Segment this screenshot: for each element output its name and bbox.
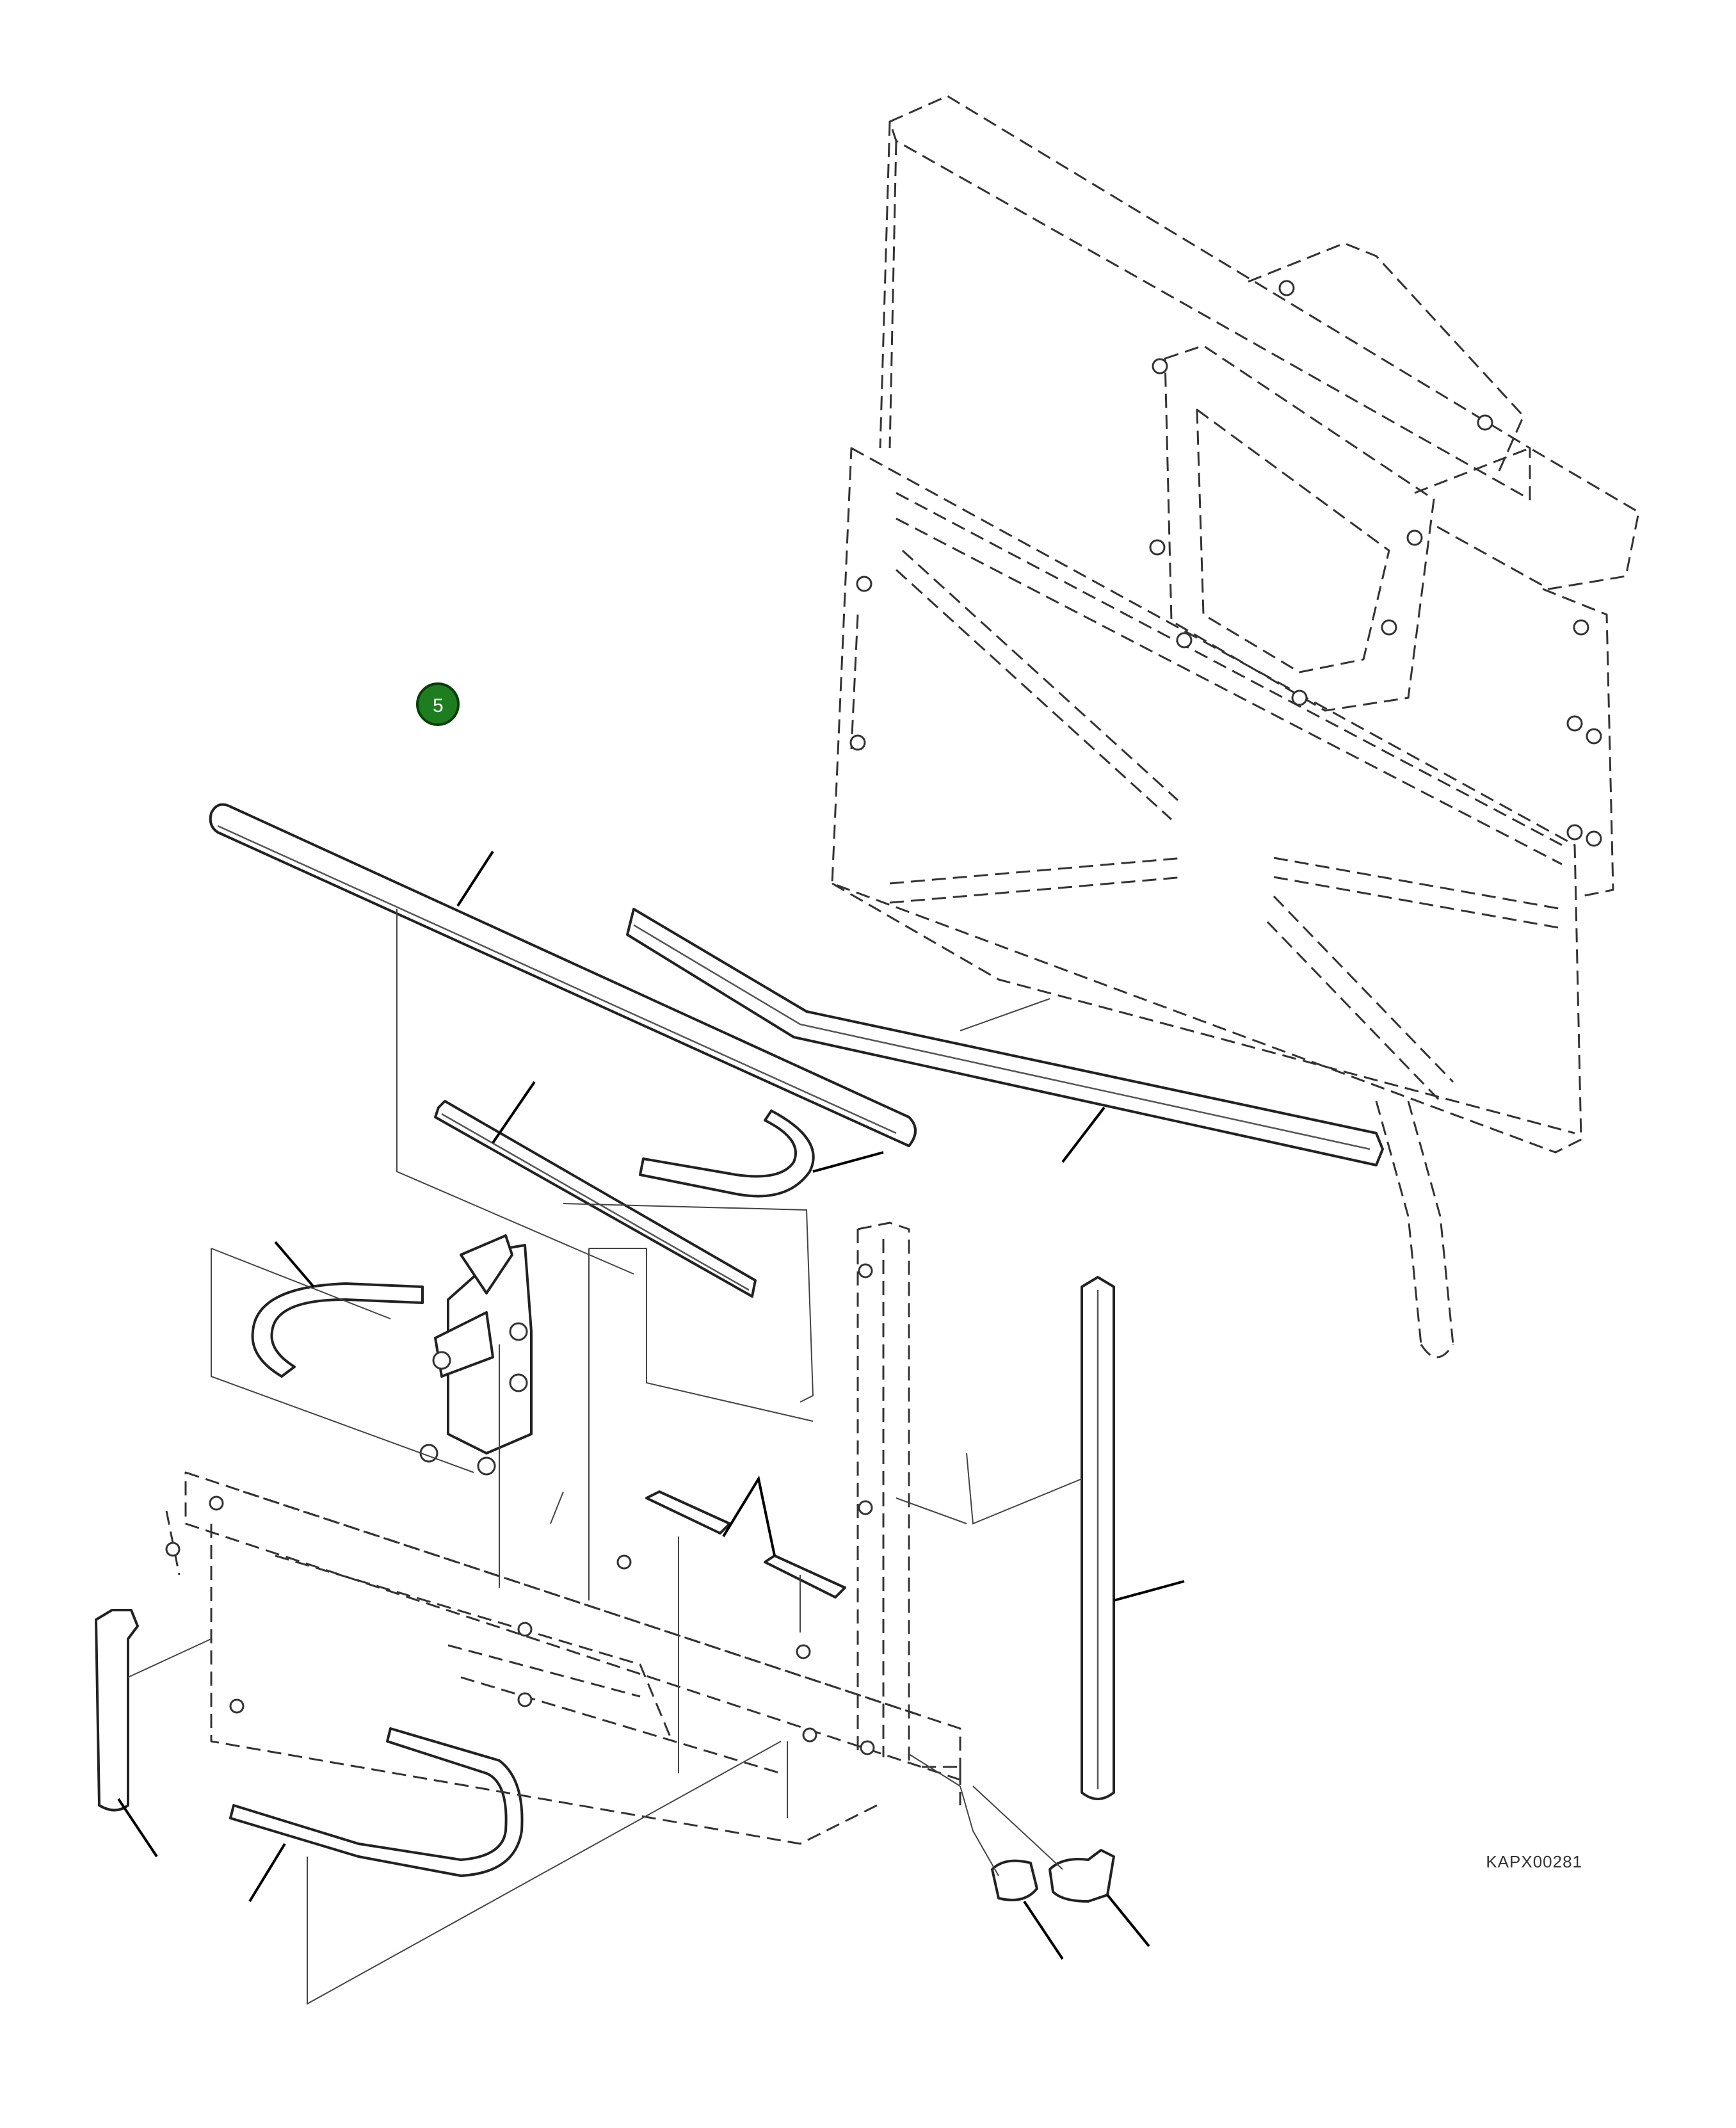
flat-pads [645,1490,846,1599]
elbow-fitting [1049,1849,1115,1903]
reference-lines [127,909,1082,2005]
u-shaped-seal [229,1727,524,1877]
callout-circle [416,682,460,726]
small-bushing [991,1859,1038,1901]
bottom-frame [165,1471,961,1845]
latch-assembly [419,1234,533,1476]
callout-badge-5[interactable]: 5 [416,682,460,726]
leader-lines [117,850,1185,1960]
curved-seal-upper [639,1109,815,1198]
figure-reference-code: KAPX00281 [1486,1852,1582,1871]
vertical-tube [1081,1276,1115,1800]
long-seal-strip [209,803,917,1147]
housing-bolts [849,280,1602,847]
side-seal-strip [626,908,1384,1166]
short-seal-strip [434,1100,757,1298]
housing-assembly [831,95,1640,1358]
end-cap-left [95,1609,139,1812]
callout-label: 5 [433,695,444,716]
vertical-channel [856,1221,961,1805]
curved-seal-left [251,1282,424,1378]
